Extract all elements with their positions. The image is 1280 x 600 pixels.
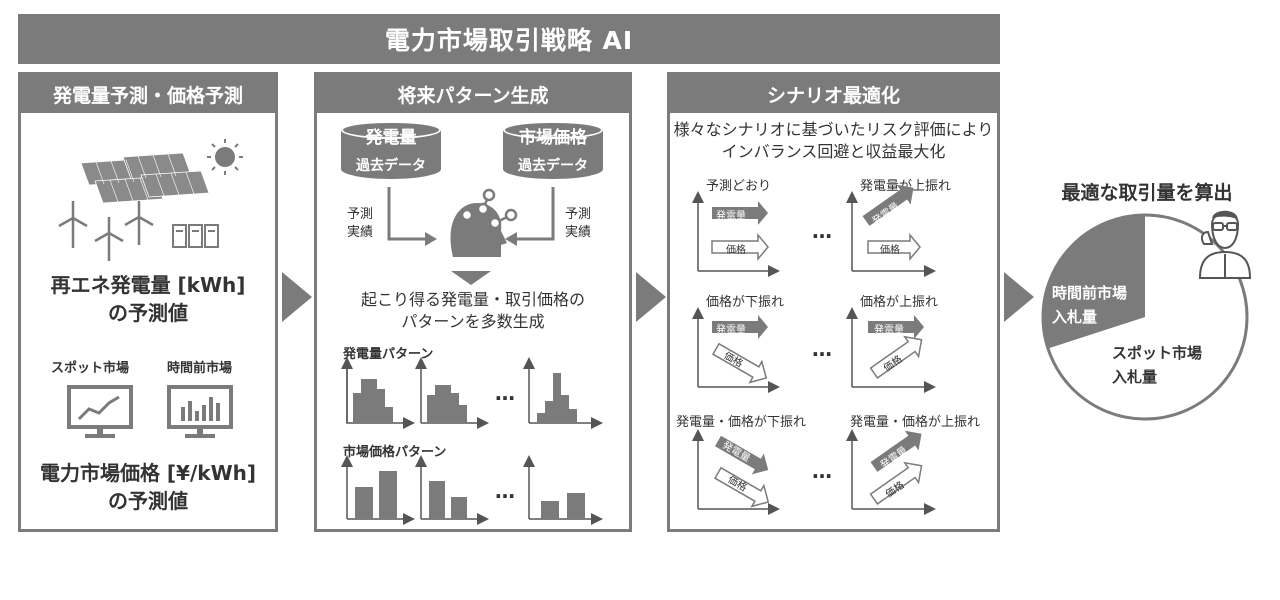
result-title: 最適な取引量を算出 xyxy=(1061,182,1233,204)
tag-price-s2: 価格 xyxy=(880,245,900,256)
scenario-both-up: 発電量・価格が上振れ xyxy=(850,415,981,430)
pattern-charts xyxy=(341,357,603,525)
renewable-forecast-line1: 再エネ発電量 [kWh] xyxy=(50,273,246,297)
panel-forecast: 発電量予測・価格予測 xyxy=(18,72,278,532)
tag-gen-s1: 発電量 xyxy=(716,211,746,222)
pie-intraday-slice xyxy=(1043,215,1145,349)
bid-allocation-pie xyxy=(1041,213,1249,421)
solar-wind-icon xyxy=(58,139,243,261)
pattern-result-line1: 起こり得る発電量・取引価格の xyxy=(360,290,585,309)
scenario-ellipsis-3: … xyxy=(812,459,832,483)
tag-gen-s3: 発電量 xyxy=(716,325,746,336)
data-flow-arrows xyxy=(387,187,555,285)
price-forecast-line2: の予測値 xyxy=(108,489,188,513)
tag-gen-s4: 発電量 xyxy=(874,325,904,336)
left-forecast-label: 予測 xyxy=(347,207,374,222)
scenario-both-down: 発電量・価格が下振れ xyxy=(676,415,807,430)
spot-monitor-icon xyxy=(67,385,133,438)
left-actual-label: 実績 xyxy=(347,225,374,240)
scenario-desc-line1: 様々なシナリオに基づいたリスク評価により xyxy=(673,120,994,139)
panel-scenario-header: シナリオ最適化 xyxy=(670,75,997,113)
tag-price-s1: 価格 xyxy=(726,245,746,256)
renewable-forecast-line2: の予測値 xyxy=(108,301,188,325)
intraday-bid-line2: 入札量 xyxy=(1052,308,1098,326)
db-left-title: 発電量 xyxy=(365,128,417,148)
flow-arrow-1 xyxy=(282,272,312,322)
spot-bid-line1: スポット市場 xyxy=(1112,344,1203,362)
scenario-expected: 予測どおり xyxy=(706,179,772,194)
intraday-bid-line1: 時間前市場 xyxy=(1052,284,1128,302)
panel-pattern-generation: 将来パターン生成 発電量 過去データ 市場価格 過去データ 予測 実績 予測 実… xyxy=(314,72,632,532)
db-right-subtitle: 過去データ xyxy=(518,158,588,174)
price-forecast-line1: 電力市場価格 [¥/kWh] xyxy=(39,461,257,485)
db-right-title: 市場価格 xyxy=(519,128,587,148)
panel-scenario-optimization: シナリオ最適化 様々なシナリオに基づいたリスク評価により インバランス回避と収益… xyxy=(667,72,1000,532)
price-pattern-ellipsis: … xyxy=(495,479,515,503)
spot-market-label: スポット市場 xyxy=(51,361,130,376)
scenario-ellipsis-1: … xyxy=(812,219,832,243)
gen-pattern-ellipsis: … xyxy=(495,381,515,405)
scenario-price-down: 価格が下振れ xyxy=(706,295,785,310)
scenario-price-up: 価格が上振れ xyxy=(860,295,939,310)
pattern-result-line2: パターンを多数生成 xyxy=(401,312,545,331)
intraday-monitor-icon xyxy=(167,385,233,438)
intraday-market-label: 時間前市場 xyxy=(167,361,233,376)
generation-database: 発電量 過去データ xyxy=(341,121,441,183)
right-forecast-label: 予測 xyxy=(565,207,592,222)
main-title: 電力市場取引戦略 AI xyxy=(18,14,1000,64)
db-left-subtitle: 過去データ xyxy=(356,158,426,174)
scenario-ellipsis-2: … xyxy=(812,337,832,361)
spot-bid-line2: 入札量 xyxy=(1112,368,1158,386)
person-icon xyxy=(1198,210,1252,279)
flow-arrow-2 xyxy=(636,272,666,322)
flow-arrow-3 xyxy=(1004,272,1034,322)
generation-pattern-label: 発電量パターン xyxy=(343,347,434,362)
scenario-charts xyxy=(692,184,936,515)
price-database: 市場価格 過去データ xyxy=(503,121,603,183)
scenario-desc-line2: インバランス回避と収益最大化 xyxy=(721,142,946,161)
panel-forecast-header: 発電量予測・価格予測 xyxy=(21,75,275,113)
panel-pattern-header: 将来パターン生成 xyxy=(317,75,629,113)
right-actual-label: 実績 xyxy=(565,225,592,240)
